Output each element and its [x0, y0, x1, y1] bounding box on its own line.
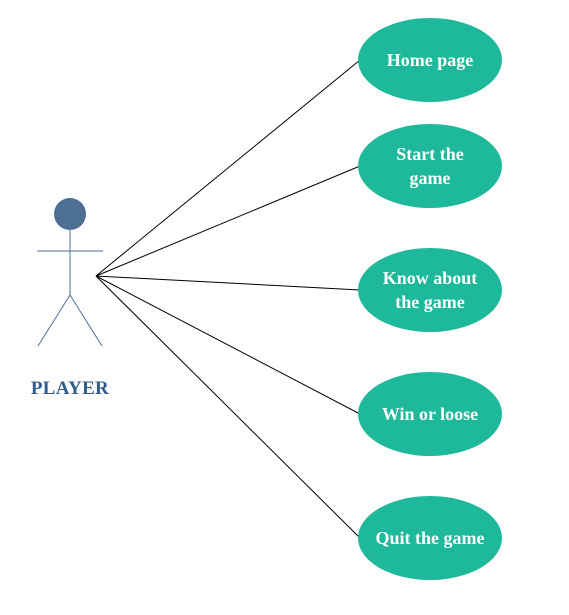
use-case-label: Start the game [396, 144, 464, 188]
player-actor [37, 198, 103, 347]
use-case-label: Win or loose [381, 404, 479, 424]
actor-right-leg [69, 294, 103, 347]
use-case-label: Know about the game [382, 268, 478, 312]
actor-head [54, 198, 86, 230]
use-case-know-about-the-game[interactable]: Know about the game [358, 248, 502, 332]
use-case-home-page[interactable]: Home page [358, 18, 502, 102]
association-start-game [95, 165, 361, 277]
use-case-label: Quit the game [375, 528, 485, 548]
use-case-start-the-game[interactable]: Start the game [358, 124, 502, 208]
actor-label: PLAYER [30, 378, 110, 399]
association-win-loose [95, 275, 361, 415]
actor-left-leg [37, 294, 71, 347]
use-case-win-or-loose[interactable]: Win or loose [358, 372, 502, 456]
association-know-game [95, 275, 361, 291]
association-quit-game [95, 275, 361, 539]
use-case-quit-the-game[interactable]: Quit the game [358, 496, 502, 580]
association-lines [95, 59, 361, 539]
use-case-label: Home page [386, 50, 474, 70]
association-home-page [95, 59, 361, 277]
